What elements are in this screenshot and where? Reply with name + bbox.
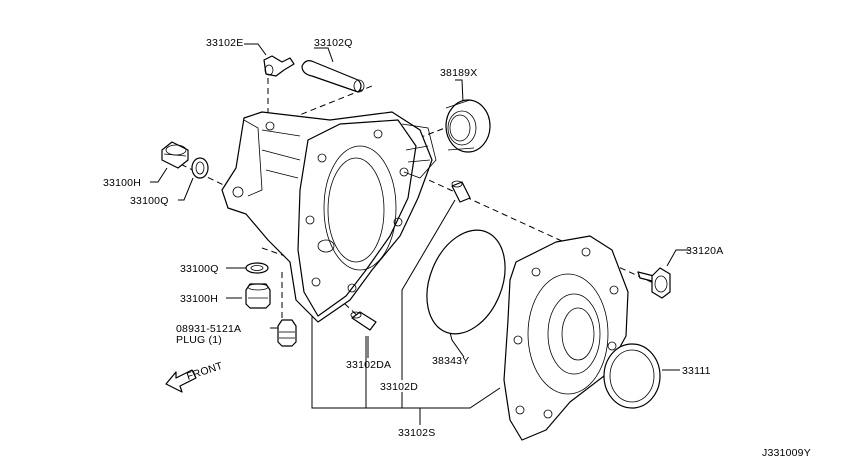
oil-seal-part (445, 99, 491, 153)
label-33102Q: 33102Q (314, 37, 353, 49)
plug-part (277, 319, 297, 347)
label-38189X: 38189X (440, 67, 477, 79)
label-33100H-bottom: 33100H (180, 293, 218, 305)
washer-part-top (191, 157, 209, 179)
label-33100Q-bottom: 33100Q (180, 263, 219, 275)
label-33100H-top: 33100H (103, 177, 141, 189)
label-33102DA: 33102DA (346, 359, 391, 371)
rear-cover-part (503, 235, 629, 441)
label-plug: PLUG (1) (176, 334, 222, 346)
label-33100Q-top: 33100Q (130, 195, 169, 207)
label-08931-5121A: 08931-5121A (176, 323, 241, 335)
o-ring-part (426, 229, 506, 335)
bolt-part (637, 267, 671, 299)
label-38343Y: 38343Y (432, 355, 469, 367)
label-33111: 33111 (682, 365, 711, 377)
filler-plug-part-top (161, 141, 189, 169)
leader-lines (150, 43, 690, 425)
label-33102S: 33102S (398, 427, 435, 439)
drain-plug-part-bottom (245, 283, 271, 309)
label-33102E: 33102E (206, 37, 243, 49)
washer-part-bottom (245, 262, 269, 274)
breather-hose-part (301, 60, 365, 93)
dowel-pin-lower (350, 311, 377, 331)
transfer-case-housing (221, 111, 437, 323)
diagram-id: J331009Y (762, 447, 811, 459)
front-arrow-icon (165, 369, 197, 393)
dowel-pin-upper (451, 180, 471, 203)
breather-elbow-part (263, 55, 295, 77)
label-33120A: 33120A (686, 245, 723, 257)
label-front: FRONT (185, 360, 224, 383)
seal-ring-part (603, 343, 661, 409)
label-33102D: 33102D (380, 381, 418, 393)
